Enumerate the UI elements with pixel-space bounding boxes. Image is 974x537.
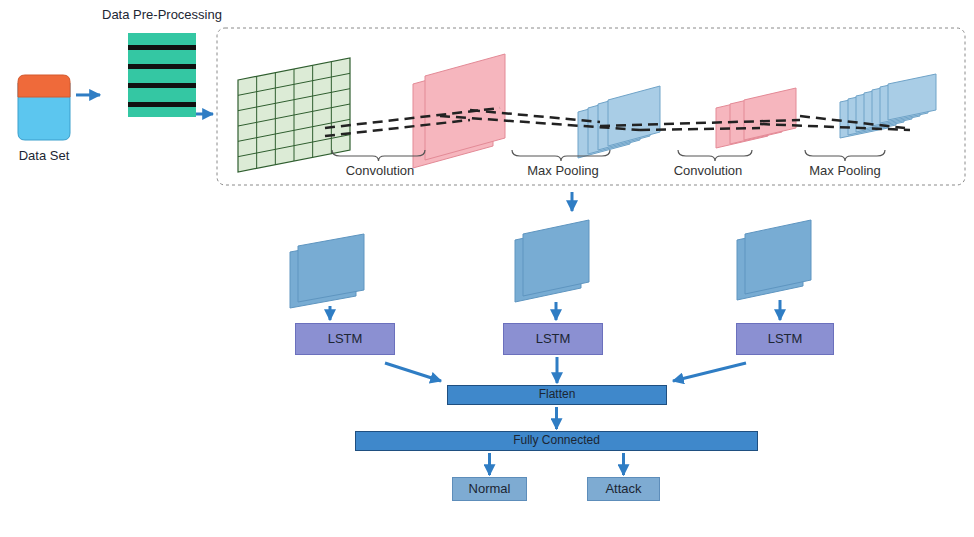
node-heading: Data Pre-Processing (102, 8, 222, 23)
flow-arrow (673, 363, 746, 381)
node-label: Normal (469, 482, 511, 497)
flow-arrow (555, 407, 558, 429)
lstm-box: LSTM (295, 323, 395, 355)
node-label: Data Set (14, 149, 74, 164)
node-label: LSTM (536, 332, 571, 347)
stage-label: Max Pooling (527, 163, 599, 178)
node-label: LSTM (768, 332, 803, 347)
flatten-layer: Flatten (447, 385, 667, 405)
stage-braces (332, 150, 885, 161)
cylinder-icon (14, 73, 74, 143)
flow-arrow (385, 363, 441, 381)
dashed-flow-lines (325, 108, 910, 136)
lstm-box: LSTM (503, 323, 603, 355)
stripe-block (128, 33, 196, 117)
input-grid (238, 58, 350, 172)
flow-arrow (622, 453, 625, 475)
output-class: Normal (452, 477, 527, 501)
feature-maps (238, 54, 936, 308)
node-label: LSTM (328, 332, 363, 347)
flow-arrows (192, 114, 780, 320)
flow-arrow (556, 357, 559, 383)
flow-arrow (488, 453, 491, 475)
node-label: Flatten (539, 388, 576, 402)
stage-label: Convolution (674, 163, 743, 178)
cnn-frame (217, 28, 965, 185)
dataset-cylinder: Data Set (14, 73, 74, 164)
node-label: Fully Connected (513, 434, 600, 448)
lstm-box: LSTM (736, 323, 834, 355)
preprocessing-block: Data Pre-Processing (102, 8, 222, 117)
dense-layer: Fully Connected (355, 431, 758, 451)
node-label: Attack (605, 482, 641, 497)
output-class: Attack (587, 477, 660, 501)
stage-label: Convolution (346, 163, 415, 178)
stage-label: Max Pooling (809, 163, 881, 178)
flow-arrow (76, 93, 100, 96)
